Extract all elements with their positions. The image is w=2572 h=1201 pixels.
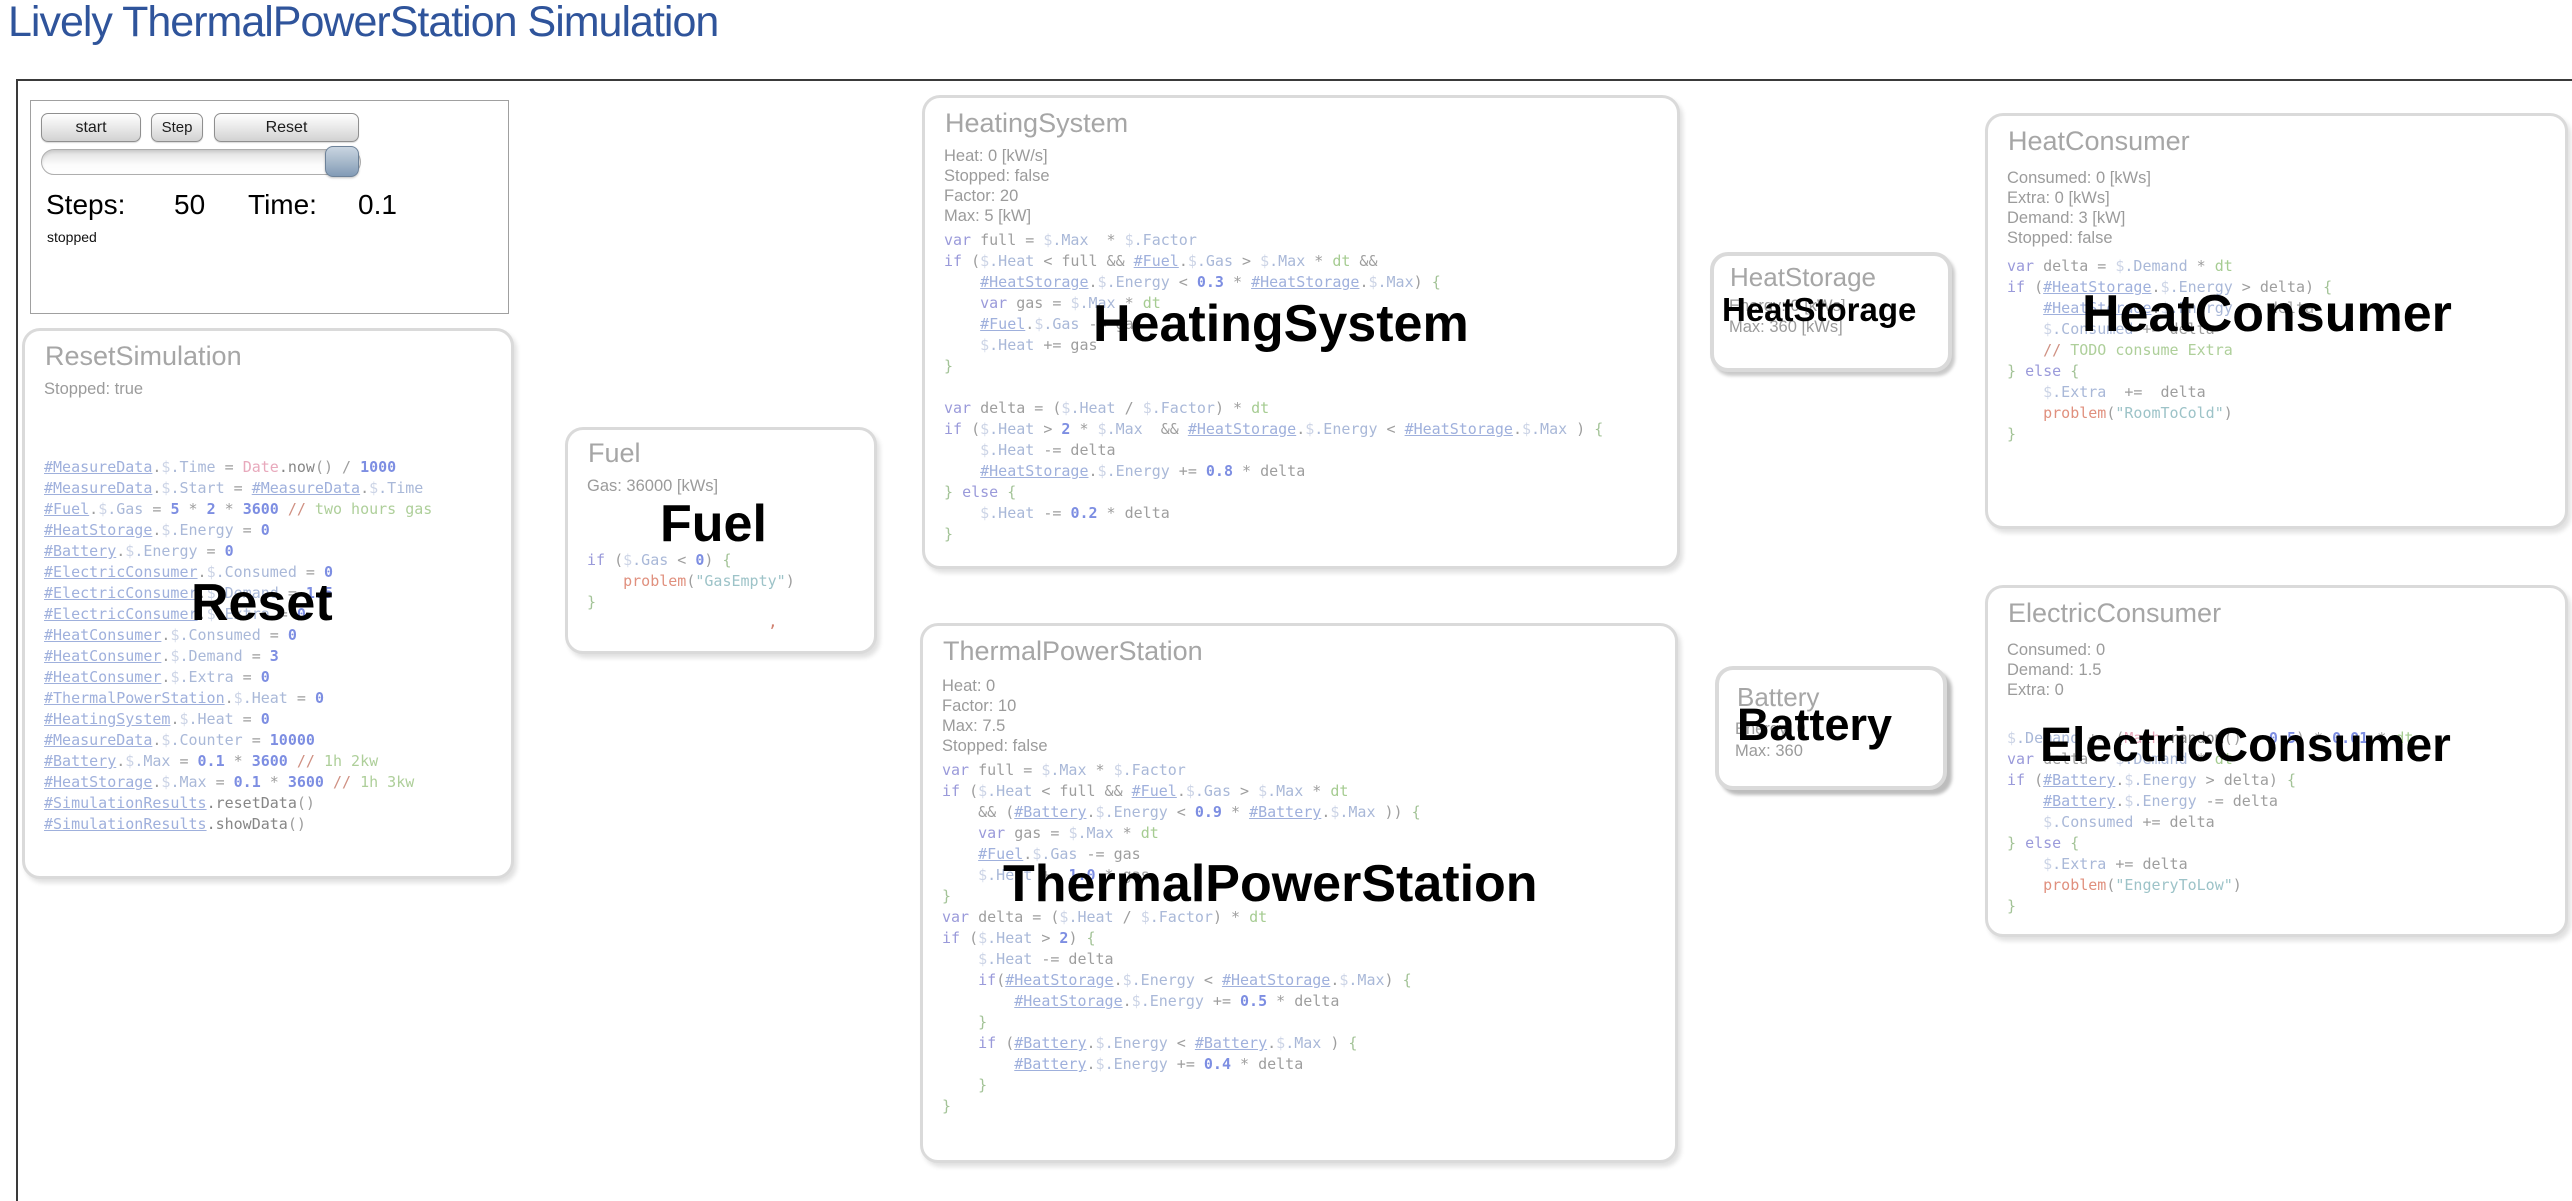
reset-button[interactable]: Reset — [214, 113, 359, 142]
simulation-control-panel[interactable]: start Step Reset Steps: 50 Time: 0.1 sto… — [30, 100, 509, 314]
speed-slider-track[interactable] — [41, 149, 361, 175]
simulation-world-frame — [16, 79, 2572, 1201]
fuel-overlay-label: Fuel — [660, 495, 767, 553]
box-title: Battery — [1737, 682, 1820, 712]
thermal-power-station-overlay-label: ThermalPowerStation — [1003, 855, 1538, 913]
box-code-editor[interactable]: #MeasureData.$.Time = Date.now() / 1000#… — [44, 458, 433, 833]
step-button[interactable]: Step — [151, 113, 203, 142]
box-stats: Gas: 36000 [kWs] — [587, 477, 719, 495]
box-code-editor[interactable]: $.Demand += (Math.random() - 0.5) * 0.01… — [2007, 729, 2414, 915]
heat-storage-overlay-label: HeatStorage — [1722, 291, 1917, 328]
battery-overlay-label: Battery — [1737, 699, 1893, 750]
heat-consumer-box[interactable]: HeatConsumer Consumed: 0 [kWs]Extra: 0 [… — [1985, 113, 2568, 529]
box-title: ThermalPowerStation — [943, 636, 1203, 666]
heating-system-box[interactable]: HeatingSystem Heat: 0 [kW/s]Stopped: fal… — [922, 95, 1680, 569]
reset-overlay-label: Reset — [191, 574, 333, 632]
reset-simulation-box[interactable]: ResetSimulation Stopped: true #MeasureDa… — [22, 328, 514, 879]
steps-time-row: Steps: 50 Time: 0.1 — [31, 189, 508, 223]
speed-slider-thumb[interactable] — [325, 146, 359, 177]
time-value: 0.1 — [358, 189, 397, 220]
box-stats: Energy: 0 [kWs]Max: 360 [kWs] — [1729, 297, 1846, 336]
time-label: Time: — [248, 189, 317, 220]
electric-consumer-overlay-label: ElectricConsumer — [2040, 719, 2451, 772]
status-text: stopped — [47, 229, 97, 245]
box-title: HeatingSystem — [945, 108, 1129, 138]
box-code-editor[interactable]: if ($.Gas < 0) { problem("GasEmpty")} — [587, 551, 795, 611]
page-title: Lively ThermalPowerStation Simulation — [8, 0, 719, 46]
box-title: ElectricConsumer — [2008, 598, 2222, 628]
heat-consumer-overlay-label: HeatConsumer — [2082, 285, 2452, 343]
box-stats: Stopped: true — [44, 380, 144, 398]
box-title: HeatStorage — [1730, 262, 1876, 292]
start-button[interactable]: start — [41, 113, 141, 142]
box-title: HeatConsumer — [2008, 126, 2190, 156]
box-title: Fuel — [588, 438, 641, 468]
steps-value: 50 — [174, 189, 206, 220]
heating-system-overlay-label: HeatingSystem — [1093, 295, 1469, 353]
fuel-box[interactable]: Fuel Gas: 36000 [kWs] if ($.Gas < 0) { p… — [565, 427, 877, 654]
stray-comma-artifact: , — [768, 612, 778, 631]
box-stats: Consumed: 0 [kWs]Extra: 0 [kWs]Demand: 3… — [2007, 169, 2151, 247]
heat-storage-box[interactable]: HeatStorage Energy: 0 [kWs]Max: 360 [kWs… — [1710, 252, 1952, 372]
steps-label: Steps: — [46, 189, 126, 220]
box-title: ResetSimulation — [45, 341, 242, 371]
